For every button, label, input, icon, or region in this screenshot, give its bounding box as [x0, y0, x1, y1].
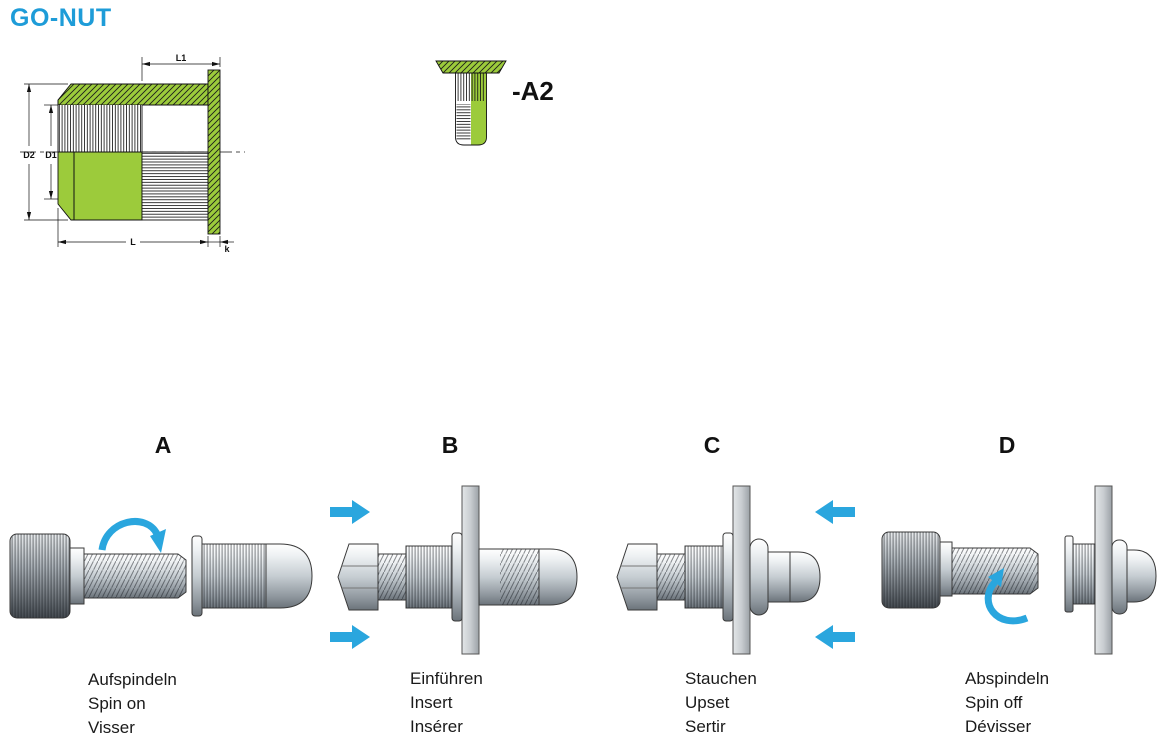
flange [435, 60, 507, 74]
caption-en: Insert [410, 693, 453, 712]
step-b-label: B [441, 432, 459, 458]
upset-arrow-bottom-icon [815, 625, 855, 649]
rivet-nut [191, 535, 313, 617]
caption-fr: Insérer [410, 717, 463, 736]
step-b: B Einführen Insert Insérer [330, 432, 578, 739]
installed-rivet-nut [1064, 535, 1157, 615]
tool-mandrel [881, 531, 1039, 609]
dim-label-l1: L1 [176, 53, 187, 63]
rivet-nut-a2-figure [435, 60, 507, 146]
variant-label: -A2 [512, 76, 554, 106]
caption-de: Einführen [410, 669, 483, 688]
step-d: D Abspindeln Spi [880, 432, 1157, 739]
tool-with-nut [337, 532, 578, 622]
spin-on-arrow-icon [98, 518, 166, 553]
step-d-label: D [998, 432, 1016, 458]
insert-arrow-top-icon [330, 500, 370, 524]
dim-label-d1: D1 [45, 150, 57, 160]
caption-de: Abspindeln [965, 669, 1050, 688]
step-c-label: C [703, 432, 721, 458]
caption-de: Stauchen [685, 669, 757, 688]
step-b-figure [330, 485, 578, 655]
sheet-plate [1094, 485, 1113, 655]
dim-label-l: L [130, 237, 136, 247]
step-c-captions: Stauchen Upset Sertir [685, 667, 812, 739]
dim-label-d2: D2 [23, 150, 35, 160]
caption-en: Spin off [965, 693, 1023, 712]
sheet-plate [732, 485, 751, 655]
insert-arrow-bottom-icon [330, 625, 370, 649]
step-c-figure [616, 485, 855, 655]
caption-fr: Sertir [685, 717, 726, 736]
step-d-figure [881, 485, 1157, 655]
sheet-plate [461, 485, 480, 655]
upset-arrow-top-icon [815, 500, 855, 524]
dimension-arrowheads [26, 61, 228, 245]
step-b-captions: Einführen Insert Insérer [410, 667, 570, 739]
tool-mandrel [9, 533, 187, 619]
caption-en: Upset [685, 693, 730, 712]
step-a-label: A [154, 432, 172, 458]
step-c: C Stauchen Upset Sertir [612, 432, 855, 739]
caption-en: Spin on [88, 694, 146, 713]
caption-fr: Visser [88, 718, 135, 737]
step-a-figure [9, 518, 313, 619]
step-d-captions: Abspindeln Spin off Dévisser [965, 667, 1134, 739]
tool-with-nut-upset [616, 532, 821, 622]
step-a: A Aufspindeln Spin on Viss [8, 432, 318, 740]
page-title: GO-NUT [10, 4, 112, 32]
spin-off-arrow-icon [984, 568, 1029, 625]
nut-section-view [57, 69, 221, 235]
cross-section-drawing: L1 D2 D1 L k [20, 53, 245, 254]
caption-de: Aufspindeln [88, 670, 177, 689]
caption-fr: Dévisser [965, 717, 1032, 736]
nut-body-outline [455, 72, 487, 146]
variant-a2: -A2 [432, 48, 632, 158]
step-a-captions: Aufspindeln Spin on Visser [88, 668, 318, 740]
dim-label-k: k [224, 244, 230, 254]
